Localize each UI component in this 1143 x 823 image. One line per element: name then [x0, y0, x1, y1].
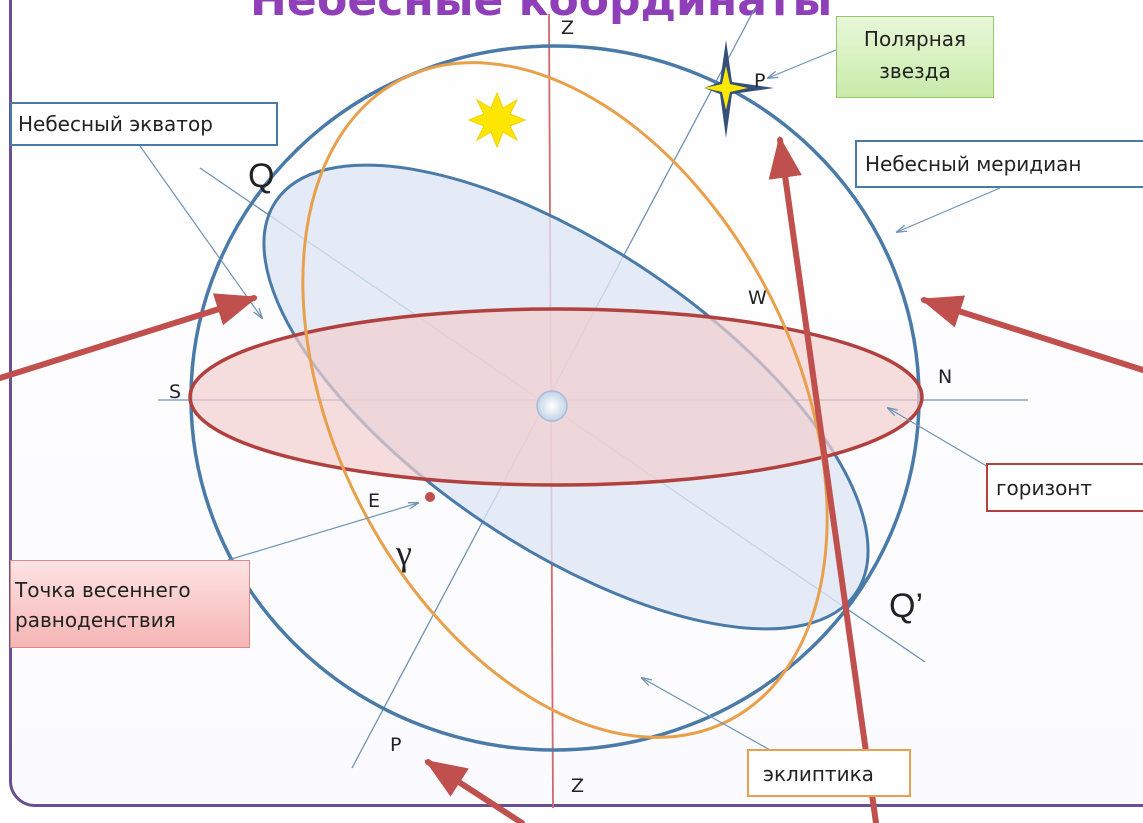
equinox-callout-line2: равноденствия: [15, 608, 176, 632]
polar-callout-line2: звезда: [879, 59, 951, 83]
polar-star-callout: Полярная звезда: [836, 16, 994, 98]
q-bottom-label: Q’: [889, 587, 923, 625]
arrow-to-meridian: [919, 295, 1143, 373]
meridian-callout-text: Небесный меридиан: [865, 152, 1082, 176]
horizon-callout: горизонт: [986, 463, 1143, 512]
equator-callout: Небесный экватор: [10, 102, 278, 146]
polar-pointer: [768, 49, 837, 78]
south-label: S: [169, 381, 182, 403]
meridian-callout: Небесный меридиан: [855, 140, 1143, 188]
west-label: W: [748, 287, 767, 309]
vernal-equinox-point: [425, 492, 435, 502]
arrow-to-pole: [768, 135, 879, 823]
gamma-label: γ: [396, 533, 412, 573]
page-title: Небесные координаты: [250, 0, 833, 26]
horizon-pointer: [888, 408, 991, 469]
center-point: [536, 390, 568, 422]
north-label: N: [938, 366, 953, 388]
arrow-to-equator: [0, 293, 259, 381]
ecliptic-callout: эклиптика: [747, 749, 911, 797]
equinox-callout-line1: Точка весеннего: [15, 578, 191, 602]
vernal-equinox-callout: Точка весеннего равноденствия: [10, 560, 250, 648]
ecliptic-callout-text: эклиптика: [763, 762, 874, 786]
highlight-arrows: [0, 135, 1143, 823]
ecliptic-ellipse: [301, 61, 829, 739]
south-pole-label: P: [390, 734, 402, 756]
sun-icon: [467, 91, 527, 149]
equinox-pointer: [227, 503, 418, 561]
equator-pointer: [139, 145, 262, 318]
east-label: E: [368, 490, 381, 512]
q-top-label: Q: [248, 157, 275, 195]
north-pole-label: P: [754, 70, 766, 92]
ecliptic-pointer: [642, 678, 771, 751]
callout-pointers: [139, 49, 1001, 751]
equator-callout-text: Небесный экватор: [18, 112, 213, 136]
polaris-star-icon: [704, 40, 774, 138]
nadir-label: Z: [571, 775, 585, 797]
horizon-callout-text: горизонт: [996, 476, 1093, 500]
polar-callout-line1: Полярная: [863, 27, 967, 51]
meridian-pointer: [897, 187, 1001, 232]
arrow-to-south-pole: [424, 759, 525, 823]
zenith-label: Z: [561, 17, 575, 39]
